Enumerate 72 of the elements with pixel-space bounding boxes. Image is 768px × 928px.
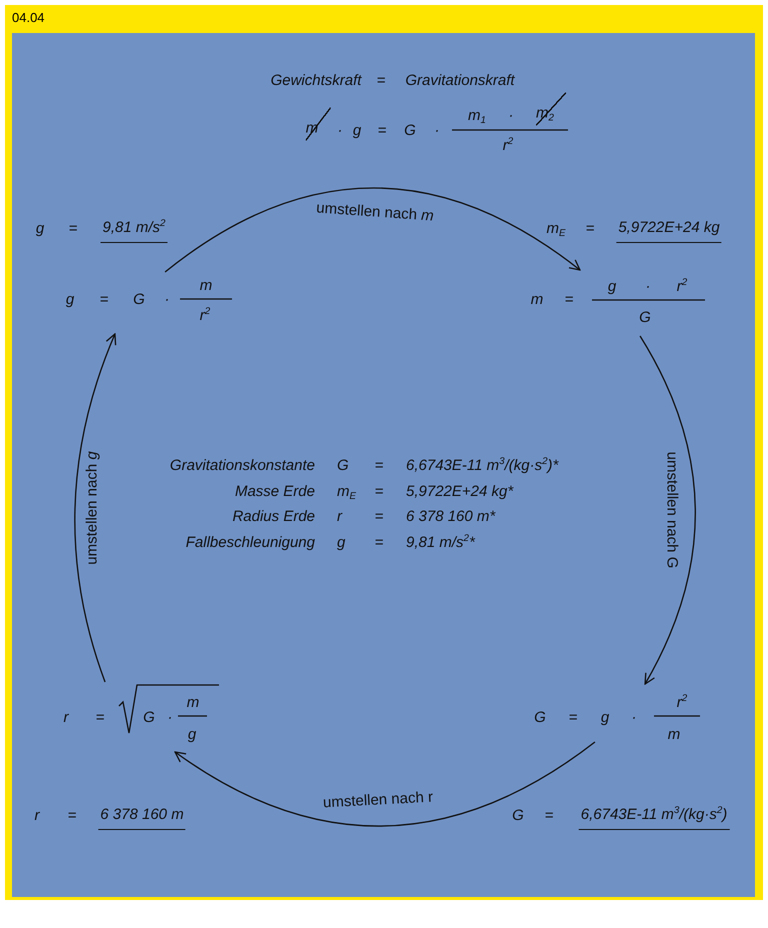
formula-term: Gravitationskonstante [170,457,315,475]
formula-term: = [376,72,386,90]
formula-term: g [608,278,616,296]
formula-term: 6,6743E-11 m$^{3}$/(kg·s$^{2}$)* [406,457,558,475]
formula-term: m [186,694,200,712]
formula-term: g [352,122,362,140]
formula-term: m [668,726,680,744]
formula-term: G [143,709,155,727]
formula-term: G [337,457,349,475]
formula-term: = [96,709,104,727]
formula-term: r$^{2}$ [676,278,688,296]
formula-term: · [508,107,514,125]
formula-term: r$^{2}$ [200,307,210,325]
formula-term: G [512,807,524,825]
formula-term: r [337,508,342,526]
formula-term: G [404,122,416,140]
curved-arrow [74,333,117,682]
formula-term: = [68,220,78,238]
formula-term: m$_{E}$ [546,220,566,238]
formula-term: · [168,709,172,727]
formula-term: Gewichtskraft [270,72,362,90]
formula-term: m$_{1}$ [468,107,486,125]
formula-term: r [64,709,68,727]
formula-term: Radius Erde [232,508,315,526]
formula-term: m$_{E}$ [337,483,356,501]
formula-term: g [600,709,610,727]
figure-number: 04.04 [12,10,45,25]
formula-term: · [338,122,342,140]
edge-label: umstellen nach r [322,788,434,812]
formula-term: = [374,508,384,526]
formula-term: 6 378 160 m* [406,508,496,526]
formula-term: = [374,457,384,475]
formula-term: · [632,709,636,727]
edge-label: umstellen nach g [84,451,100,565]
formula-term: = [586,220,594,238]
formula-term: r$^{2}$ [502,137,514,155]
formula-term: g [188,726,196,744]
formula-term: = [564,291,574,309]
edge-label: umstellen nach G [664,452,680,568]
result-value: 9,81 m/s$^{2}$ [100,219,168,243]
formula-term: Fallbeschleunigung [186,534,315,552]
edge-label: umstellen nach m [316,199,434,225]
formula-term: = [568,709,578,727]
formula-term: g [66,291,74,309]
formula-term: = [374,534,384,552]
curved-arrow [640,336,696,685]
formula-term: Gravitationskraft [405,72,515,90]
formula-term: r$^{2}$ [676,694,688,712]
formula-term: · [164,291,170,309]
formula-term: = [68,807,76,825]
formula-term: = [378,122,386,140]
formula-term: r [34,807,40,825]
formula-term: g [36,220,44,238]
formula-term: = [374,483,384,501]
formula-term: G [133,291,145,309]
formula-term: G [534,709,546,727]
result-value: 6,6743E-11 m$^{3}$/(kg·s$^{2}$) [578,806,730,830]
formula-term: 5,9722E+24 kg* [406,483,514,501]
result-value: 6 378 160 m [98,806,186,830]
formula-term: · [434,122,440,140]
formula-term: g [337,534,346,552]
formula-term: m [200,277,212,295]
formula-term: 9,81 m/s$^{2}$* [406,534,475,552]
formula-term: m [530,291,544,309]
result-value: 5,9722E+24 kg [616,219,722,243]
formula-term: Masse Erde [234,483,315,501]
formula-term: = [100,291,108,309]
formula-term: = [544,807,554,825]
curved-arrow [174,741,596,827]
curved-arrow [164,188,581,273]
formula-term: · [646,278,650,296]
formula-term: G [639,309,651,327]
